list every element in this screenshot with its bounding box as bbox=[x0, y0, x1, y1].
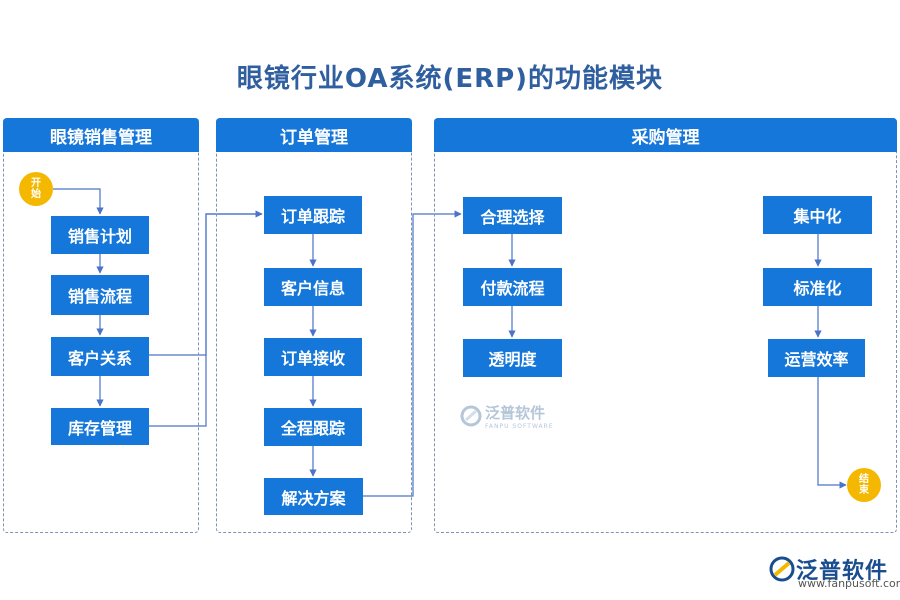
fanpu-watermark-icon bbox=[460, 405, 482, 427]
edge-start-to-plan bbox=[53, 188, 104, 215]
panel-order: 订单管理 bbox=[216, 118, 412, 533]
watermark-name: 泛普软件 bbox=[485, 404, 546, 422]
node-standardize: 标准化 bbox=[763, 268, 872, 306]
panel-sales: 眼镜销售管理 bbox=[3, 118, 199, 533]
end-node: 结束 bbox=[847, 468, 881, 502]
node-order-receive: 订单接收 bbox=[264, 338, 362, 376]
node-sales-plan: 销售计划 bbox=[51, 216, 149, 254]
node-sales-flow: 销售流程 bbox=[51, 275, 149, 315]
node-payment-flow: 付款流程 bbox=[463, 268, 562, 306]
fanpu-logo-icon bbox=[769, 556, 795, 582]
edge-stock-to-order-track bbox=[149, 213, 262, 427]
edge-efficiency-to-end bbox=[817, 377, 847, 489]
panel-purchase: 采购管理 bbox=[434, 118, 897, 533]
panel-purchase-header: 采购管理 bbox=[434, 118, 897, 152]
node-inventory: 库存管理 bbox=[51, 408, 149, 445]
watermark-sub: FANPU SOFTWARE bbox=[485, 423, 554, 430]
node-transparency: 透明度 bbox=[463, 339, 562, 377]
panel-order-header: 订单管理 bbox=[216, 118, 412, 152]
logo-url[interactable]: www.fanpusoft.com bbox=[798, 577, 900, 590]
start-node: 开始 bbox=[19, 172, 53, 206]
watermark: 泛普软件 FANPU SOFTWARE bbox=[460, 402, 554, 430]
brand-logo: 泛普软件 www.fanpusoft.com bbox=[768, 553, 900, 590]
node-customer-relation: 客户关系 bbox=[51, 337, 149, 376]
node-solution: 解决方案 bbox=[264, 478, 363, 515]
node-operating-efficiency: 运营效率 bbox=[768, 339, 865, 377]
node-reasonable-select: 合理选择 bbox=[463, 197, 562, 234]
panel-sales-header: 眼镜销售管理 bbox=[3, 118, 199, 152]
node-customer-info: 客户信息 bbox=[264, 268, 362, 306]
node-centralize: 集中化 bbox=[763, 196, 872, 234]
edge-solution-to-select bbox=[363, 210, 462, 497]
logo-name: 泛普软件 bbox=[796, 559, 889, 584]
page-title: 眼镜行业OA系统(ERP)的功能模块 bbox=[236, 64, 664, 94]
node-order-track: 订单跟踪 bbox=[264, 196, 362, 234]
node-full-track: 全程跟踪 bbox=[264, 408, 362, 446]
